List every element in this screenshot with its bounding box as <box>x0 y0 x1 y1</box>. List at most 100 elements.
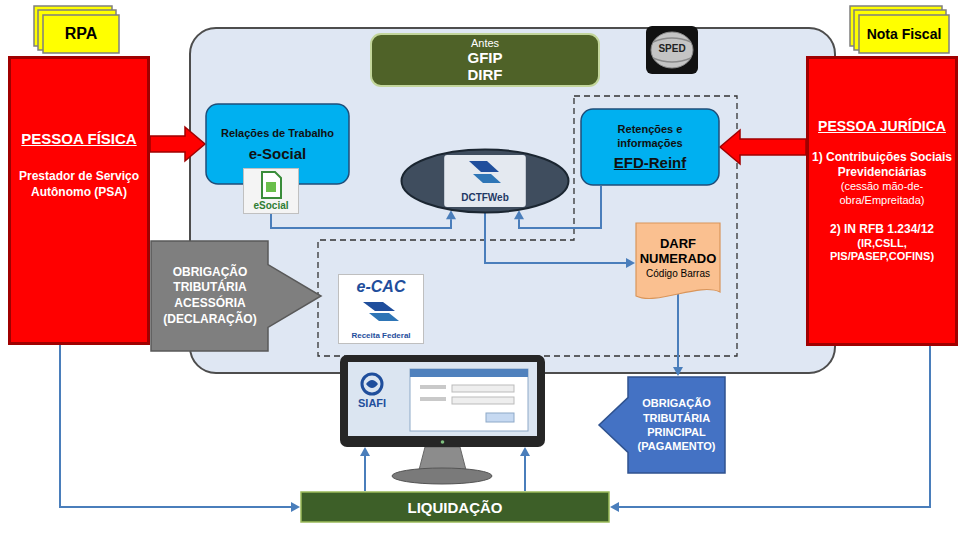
login-window <box>410 369 528 431</box>
system-box: Retenções e informaçõesEFD-Reinf <box>580 108 720 186</box>
taxpayer-box: PESSOA FÍSICA Prestador de Serviço Autôno… <box>8 56 150 345</box>
receita-logo <box>473 174 501 183</box>
receita-logo <box>369 313 399 321</box>
green-box <box>371 34 599 86</box>
node-text: (cessão mão-de-obra/Empreitada) <box>810 180 954 208</box>
node-text: PESSOA FÍSICA <box>21 130 136 147</box>
node-text: SIAFI <box>358 397 386 409</box>
siafi-logo <box>366 380 378 388</box>
logo-ground <box>339 275 424 344</box>
document-shape <box>636 223 720 298</box>
text-group: AntesGFIP DIRF <box>376 37 594 83</box>
connector-line <box>677 294 679 367</box>
connector <box>485 213 635 268</box>
paper-sheet <box>43 15 119 53</box>
connector-line <box>485 213 626 263</box>
node-text: Antes <box>471 37 499 50</box>
taxpayer-box: PESSOA JURÍDICA 1) Contribuições Sociais … <box>806 56 958 346</box>
connector-line <box>364 456 366 491</box>
sped-logo-ground <box>646 26 698 74</box>
connector <box>673 294 683 376</box>
block-arrow-connector <box>150 127 205 161</box>
node-text: PESSOA JURÍDICA <box>818 118 946 134</box>
node-text: eSocial <box>253 200 288 211</box>
computer-monitor: SIAFI <box>340 355 545 447</box>
power-light <box>441 440 445 444</box>
arrow-head <box>514 210 524 219</box>
document-shape: DARF NUMERADOCódigo Barras <box>635 222 721 304</box>
text-group: DARF NUMERADOCódigo Barras <box>637 237 719 280</box>
red-box <box>10 58 149 344</box>
block-arrow: OBRIGAÇÃO TRIBUTÁRIA ACESSÓRIA (DECLARAÇ… <box>150 240 322 352</box>
text-group: DCTFWeb <box>400 192 570 203</box>
node-text: GFIP DIRF <box>468 50 503 83</box>
esocial-icon <box>262 172 281 198</box>
text-group: Relações de Trabalhoe-Social <box>211 127 344 162</box>
text-group: OBRIGAÇÃO TRIBUTÁRIA ACESSÓRIA (DECLARAÇ… <box>154 265 266 327</box>
arrow-head <box>520 447 530 456</box>
block-arrow-connector <box>720 130 806 164</box>
node-text: Nota Fiscal <box>867 26 942 42</box>
connector-line <box>271 214 451 228</box>
connector <box>60 345 300 512</box>
connector-line <box>619 346 930 507</box>
arrow-head <box>446 210 456 219</box>
text-group: RPA <box>46 25 116 43</box>
input-field <box>452 385 514 392</box>
text-group: PESSOA JURÍDICA 1) Contribuições Sociais … <box>810 118 954 264</box>
arrow-head <box>626 258 635 268</box>
node-text: RPA <box>65 25 98 43</box>
document-tag: RPA <box>42 14 120 54</box>
text-group: OBRIGAÇÃO TRIBUTÁRIA PRINCIPAL (PAGAMENT… <box>630 396 723 453</box>
node-text: e-CAC <box>357 278 406 296</box>
arrow-head <box>673 367 683 376</box>
monitor-base <box>392 468 492 484</box>
payment-band: LIQUIDAÇÃO <box>300 491 610 523</box>
text-group: SIAFI <box>358 397 545 409</box>
node-text: LIQUIDAÇÃO <box>408 499 503 516</box>
node-text: 1) Contribuições Sociais Previdenciárias <box>810 150 954 180</box>
arrow-shape <box>151 241 321 351</box>
node-outline <box>400 148 570 214</box>
node-outline <box>8 56 150 345</box>
legacy-box: AntesGFIP DIRF <box>370 33 600 87</box>
arrow-head <box>360 447 370 456</box>
green-band <box>301 492 609 522</box>
field-caption <box>420 385 446 389</box>
text-group: e-CAC Receita Federal <box>341 278 421 340</box>
node-text: OBRIGAÇÃO TRIBUTÁRIA ACESSÓRIA (DECLARAÇ… <box>154 265 266 327</box>
connector <box>150 127 205 161</box>
node-text: Receita Federal <box>351 331 410 340</box>
dctfweb-oval: DCTFWeb <box>400 148 570 214</box>
window-bar <box>410 369 528 377</box>
oval-shape <box>402 150 569 213</box>
connector <box>360 447 370 491</box>
paper-sheet <box>859 15 949 53</box>
document-tag: Nota Fiscal <box>858 14 950 54</box>
receita-logo <box>469 161 499 172</box>
connector-line <box>60 345 291 507</box>
text-group: eSocial <box>243 200 299 211</box>
logo-text: SPED <box>646 43 698 54</box>
connector <box>610 346 930 512</box>
node-text: Prestador de Serviço Autônomo (PSA) <box>13 169 145 200</box>
text-group: LIQUIDAÇÃO <box>302 499 608 516</box>
siafi-logo <box>362 374 382 394</box>
logo-ground <box>244 169 299 214</box>
cyan-box <box>581 109 719 185</box>
node-text: (IR,CSLL, PIS/PASEP,COFINS) <box>810 237 954 265</box>
sped-globe-line <box>653 38 691 42</box>
sped-globe-line <box>653 58 691 62</box>
field-caption <box>420 397 446 401</box>
input-field <box>452 397 514 404</box>
text-group: Retenções e informaçõesEFD-Reinf <box>586 123 714 172</box>
login-button <box>486 413 514 422</box>
sped-panel <box>190 28 835 373</box>
node-text: EFD-Reinf <box>614 154 687 171</box>
ecac-logo: e-CAC Receita Federal <box>338 274 424 344</box>
dashed-region <box>318 96 737 356</box>
node-text: Retenções e informações <box>586 123 714 151</box>
node-text: DCTFWeb <box>461 192 509 203</box>
connector-line <box>524 456 526 491</box>
